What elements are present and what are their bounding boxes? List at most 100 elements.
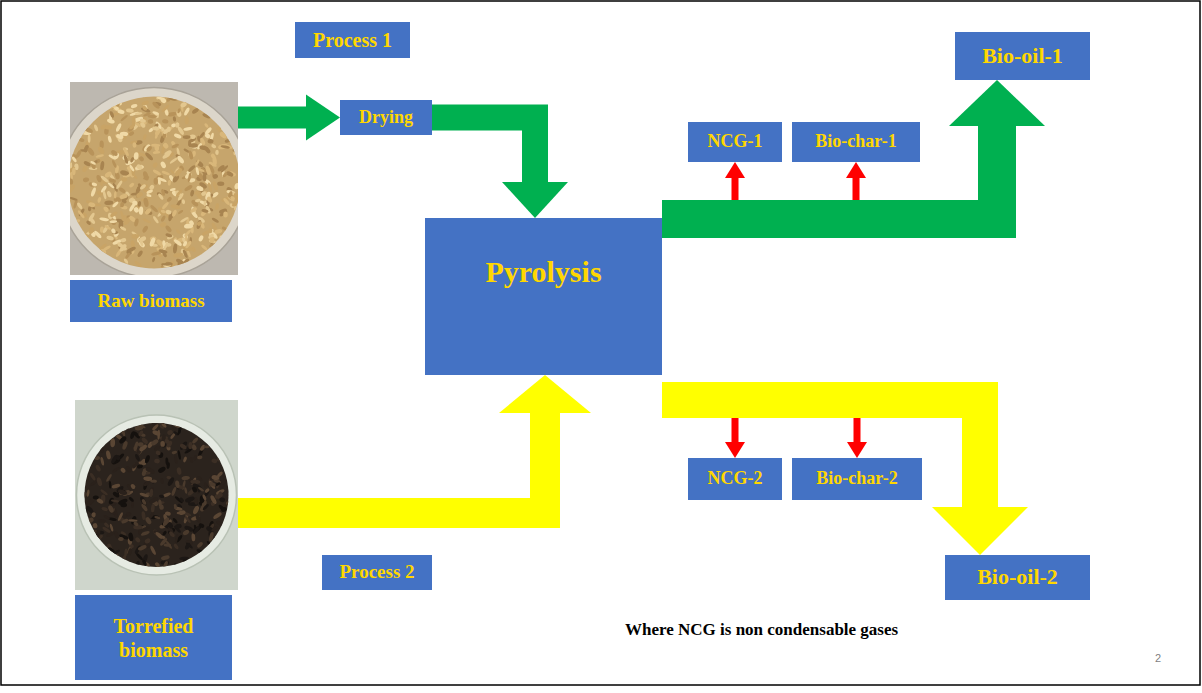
grain <box>78 498 84 503</box>
grain <box>196 580 199 588</box>
grain <box>134 218 140 227</box>
grain <box>91 182 97 187</box>
grain <box>126 406 132 409</box>
grain <box>204 146 212 154</box>
grain <box>132 201 138 206</box>
grain <box>208 424 215 434</box>
grain <box>159 494 165 498</box>
grain <box>208 253 218 263</box>
grain <box>225 523 232 527</box>
box-label: NCG-1 <box>708 131 763 153</box>
grain <box>94 587 103 590</box>
grain <box>103 404 107 411</box>
grain <box>211 443 218 449</box>
grain <box>82 177 89 183</box>
grain <box>164 225 172 234</box>
grain <box>226 520 233 526</box>
grain <box>211 525 219 532</box>
grain <box>80 553 88 561</box>
grain <box>162 517 171 527</box>
grain <box>216 114 224 119</box>
grain <box>211 217 219 223</box>
grain <box>91 541 99 548</box>
grain <box>144 537 151 544</box>
grain <box>204 445 210 448</box>
grain <box>233 148 238 156</box>
grain <box>104 104 114 109</box>
grain <box>141 225 149 234</box>
page-number: 2 <box>1155 652 1161 664</box>
grain <box>107 418 112 424</box>
grain <box>96 174 103 183</box>
grain <box>116 420 124 425</box>
grain <box>189 457 193 463</box>
grain <box>160 215 166 222</box>
grain <box>91 584 98 590</box>
grain <box>195 92 201 98</box>
grain <box>151 257 155 263</box>
grain <box>86 422 95 429</box>
grain <box>86 571 93 578</box>
grain <box>225 520 229 526</box>
grain <box>232 267 238 274</box>
grain <box>216 239 226 244</box>
grain <box>195 167 200 176</box>
grain <box>93 450 98 456</box>
grain <box>148 400 155 405</box>
grain <box>157 466 166 474</box>
grain <box>105 473 112 482</box>
grain <box>70 253 77 258</box>
grain <box>212 104 221 112</box>
grain <box>138 269 144 275</box>
grain <box>86 115 94 124</box>
grain <box>180 566 188 573</box>
grain <box>86 238 89 247</box>
grain <box>78 89 85 93</box>
grain <box>173 133 182 140</box>
grain <box>221 244 228 252</box>
grain <box>85 409 92 416</box>
grain <box>91 512 96 518</box>
grain <box>118 262 124 272</box>
grain <box>133 83 142 92</box>
grain <box>111 499 120 503</box>
grain <box>184 542 191 550</box>
grain <box>80 106 86 115</box>
grain <box>155 531 164 540</box>
grain <box>104 566 110 576</box>
grain <box>230 100 237 107</box>
grain <box>230 567 238 575</box>
grain <box>198 582 205 590</box>
box-label: Bio-oil-2 <box>977 564 1058 590</box>
grain <box>167 126 171 132</box>
grain <box>213 93 221 100</box>
grain <box>202 570 210 579</box>
grain <box>234 244 238 252</box>
grain <box>221 427 230 436</box>
grain <box>184 496 195 504</box>
grain <box>105 432 112 439</box>
grain <box>122 573 126 583</box>
grain <box>195 159 201 166</box>
grain <box>177 426 183 436</box>
grain <box>205 260 209 267</box>
grain <box>128 131 135 137</box>
grain <box>112 415 122 421</box>
grain <box>215 406 222 416</box>
grain <box>97 197 102 204</box>
grain <box>195 426 204 435</box>
grain <box>151 420 157 426</box>
grain <box>141 436 149 444</box>
grain <box>171 209 177 217</box>
grain <box>226 240 232 249</box>
grain <box>182 258 190 266</box>
grain <box>112 466 121 473</box>
grain <box>141 400 149 407</box>
grain <box>143 476 152 481</box>
grain <box>197 455 203 460</box>
grain <box>100 98 106 109</box>
grain <box>122 562 130 570</box>
grain <box>186 571 194 580</box>
